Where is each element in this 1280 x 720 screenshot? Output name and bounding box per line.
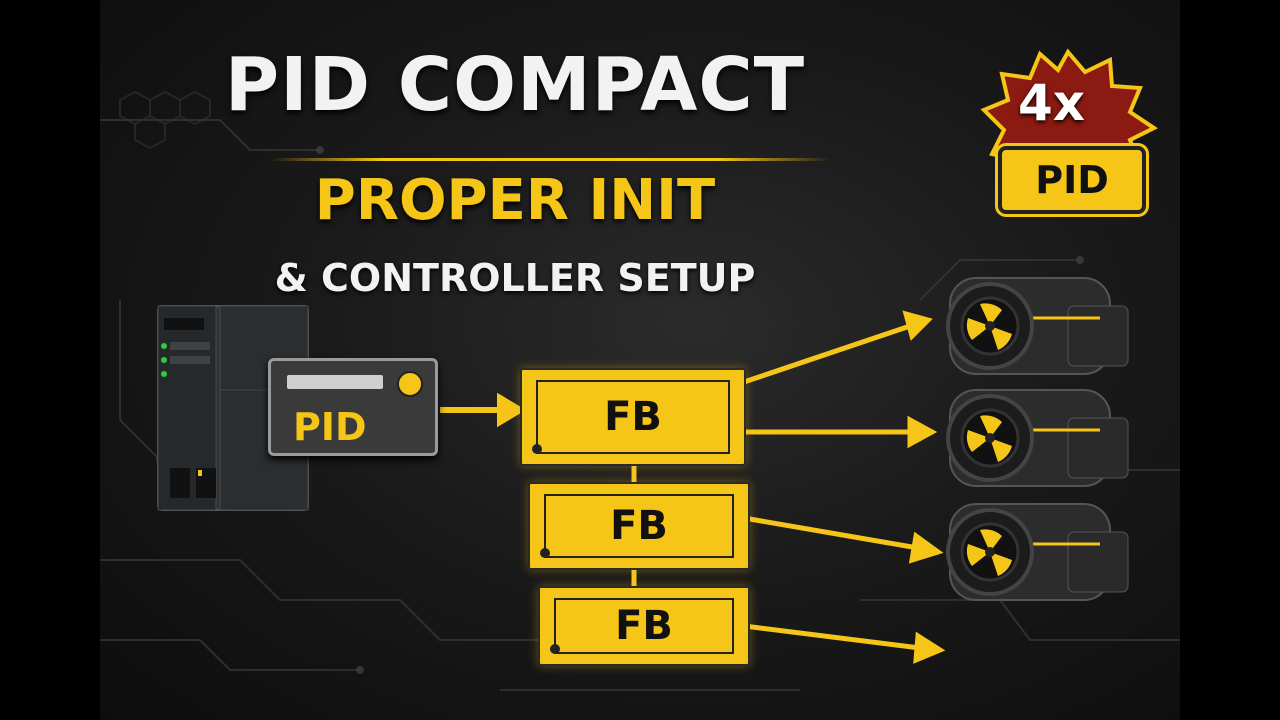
badge-pid-text: PID	[1035, 158, 1109, 202]
function-block-label: FB	[610, 503, 668, 549]
knob-icon	[397, 371, 423, 397]
subtitle: PROPER INIT	[314, 168, 716, 233]
motor-3	[946, 503, 1129, 601]
main-title: PID COMPACT	[224, 42, 806, 128]
function-block-3: FB	[538, 586, 750, 666]
function-block-2: FB	[528, 482, 750, 570]
thumbnail: PID COMPACT PROPER INIT & CONTROLLER SET…	[100, 0, 1180, 720]
circuit-background	[100, 48, 1180, 691]
function-block-1: FB	[520, 368, 746, 466]
badge-pid-label: PID	[998, 146, 1146, 214]
title-divider	[270, 158, 830, 161]
function-block-label: FB	[604, 394, 662, 440]
function-block-label: FB	[615, 603, 673, 649]
pid-panel-label: PID	[293, 405, 367, 449]
pid-controller-panel: PID	[268, 358, 438, 456]
tagline: & CONTROLLER SETUP	[274, 256, 756, 300]
motor-2	[946, 389, 1129, 487]
badge-multiplier: 4x	[1018, 74, 1086, 132]
pid-display	[287, 375, 383, 389]
motor-1	[946, 277, 1129, 375]
